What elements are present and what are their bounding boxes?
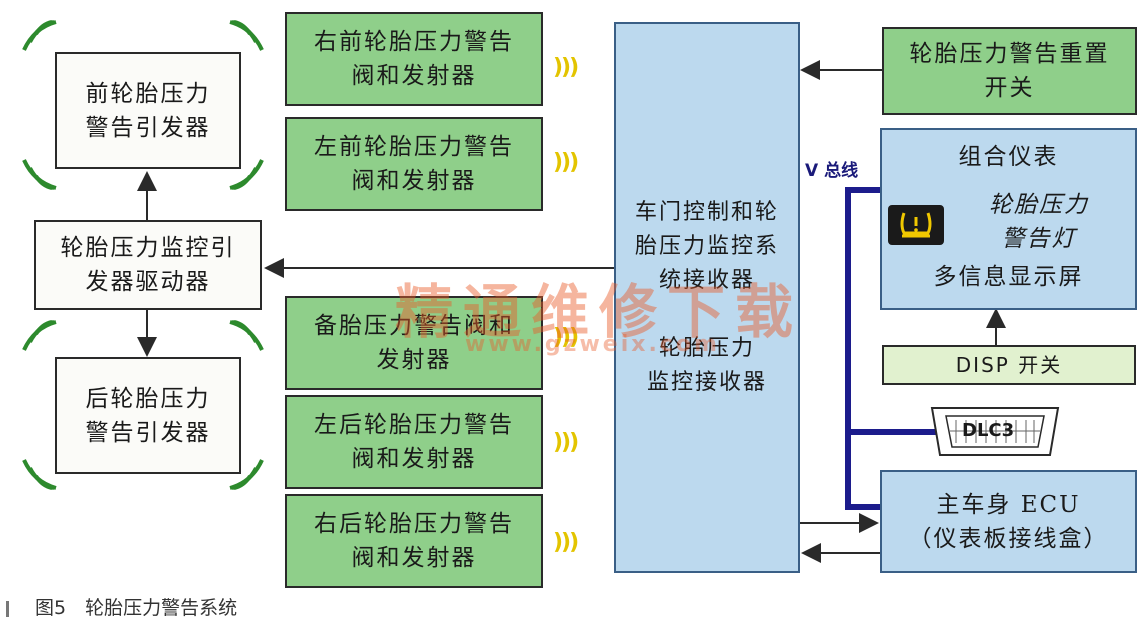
lf-valve-box: 左前轮胎压力警告 阀和发射器 (285, 117, 543, 211)
dlc3-connector (930, 407, 1060, 456)
receiver-box: 车门控制和轮 胎压力监控系 统接收器 轮胎压力 监控接收器 (614, 22, 800, 573)
rr-valve-box: 右后轮胎压力警告 阀和发射器 (285, 494, 543, 588)
v-bus-line (845, 187, 880, 510)
dlc3-label: DLC3 (962, 420, 1015, 441)
rf-valve-box: 右前轮胎压力警告 阀和发射器 (285, 12, 543, 106)
warning-lamp-label: 轮胎压力 警告灯 (989, 192, 1089, 252)
spare-valve-box: 备胎压力警告阀和 发射器 (285, 296, 543, 390)
reset-switch-box: 轮胎压力警告重置 开关 (882, 27, 1137, 115)
figure-caption: 图5 轮胎压力警告系统 (6, 593, 237, 620)
trigger-driver-box: 轮胎压力监控引 发器驱动器 (34, 220, 262, 310)
radio-wave-icon: ))) (553, 150, 579, 175)
rear-trigger-box: 后轮胎压力 警告引发器 (55, 357, 241, 474)
disp-switch-box: DISP 开关 (882, 345, 1136, 385)
combination-meter-box: 组合仪表 轮胎压力 警告灯 多信息显示屏 (880, 128, 1137, 310)
tire-pressure-warning-icon (888, 205, 944, 245)
caption-text: 图5 轮胎压力警告系统 (35, 597, 238, 619)
front-trigger-box: 前轮胎压力 警告引发器 (55, 52, 241, 169)
v-bus-label: V 总线 (805, 161, 859, 181)
watermark-url: www.gzweix.com (465, 332, 720, 357)
radio-wave-icon: ))) (553, 530, 579, 555)
radio-wave-icon: ))) (553, 325, 579, 350)
cluster-title: 组合仪表 (958, 144, 1059, 170)
antenna-marks (22, 20, 264, 490)
radio-wave-icon: ))) (553, 430, 579, 455)
main-body-ecu-box: 主车身 ECU （仪表板接线盒） (880, 470, 1137, 573)
caption-bar (6, 600, 9, 617)
info-display-label: 多信息显示屏 (933, 264, 1084, 290)
radio-wave-icon: ))) (553, 55, 579, 80)
lr-valve-box: 左后轮胎压力警告 阀和发射器 (285, 395, 543, 489)
watermark: 精通维修下载 (395, 278, 804, 346)
